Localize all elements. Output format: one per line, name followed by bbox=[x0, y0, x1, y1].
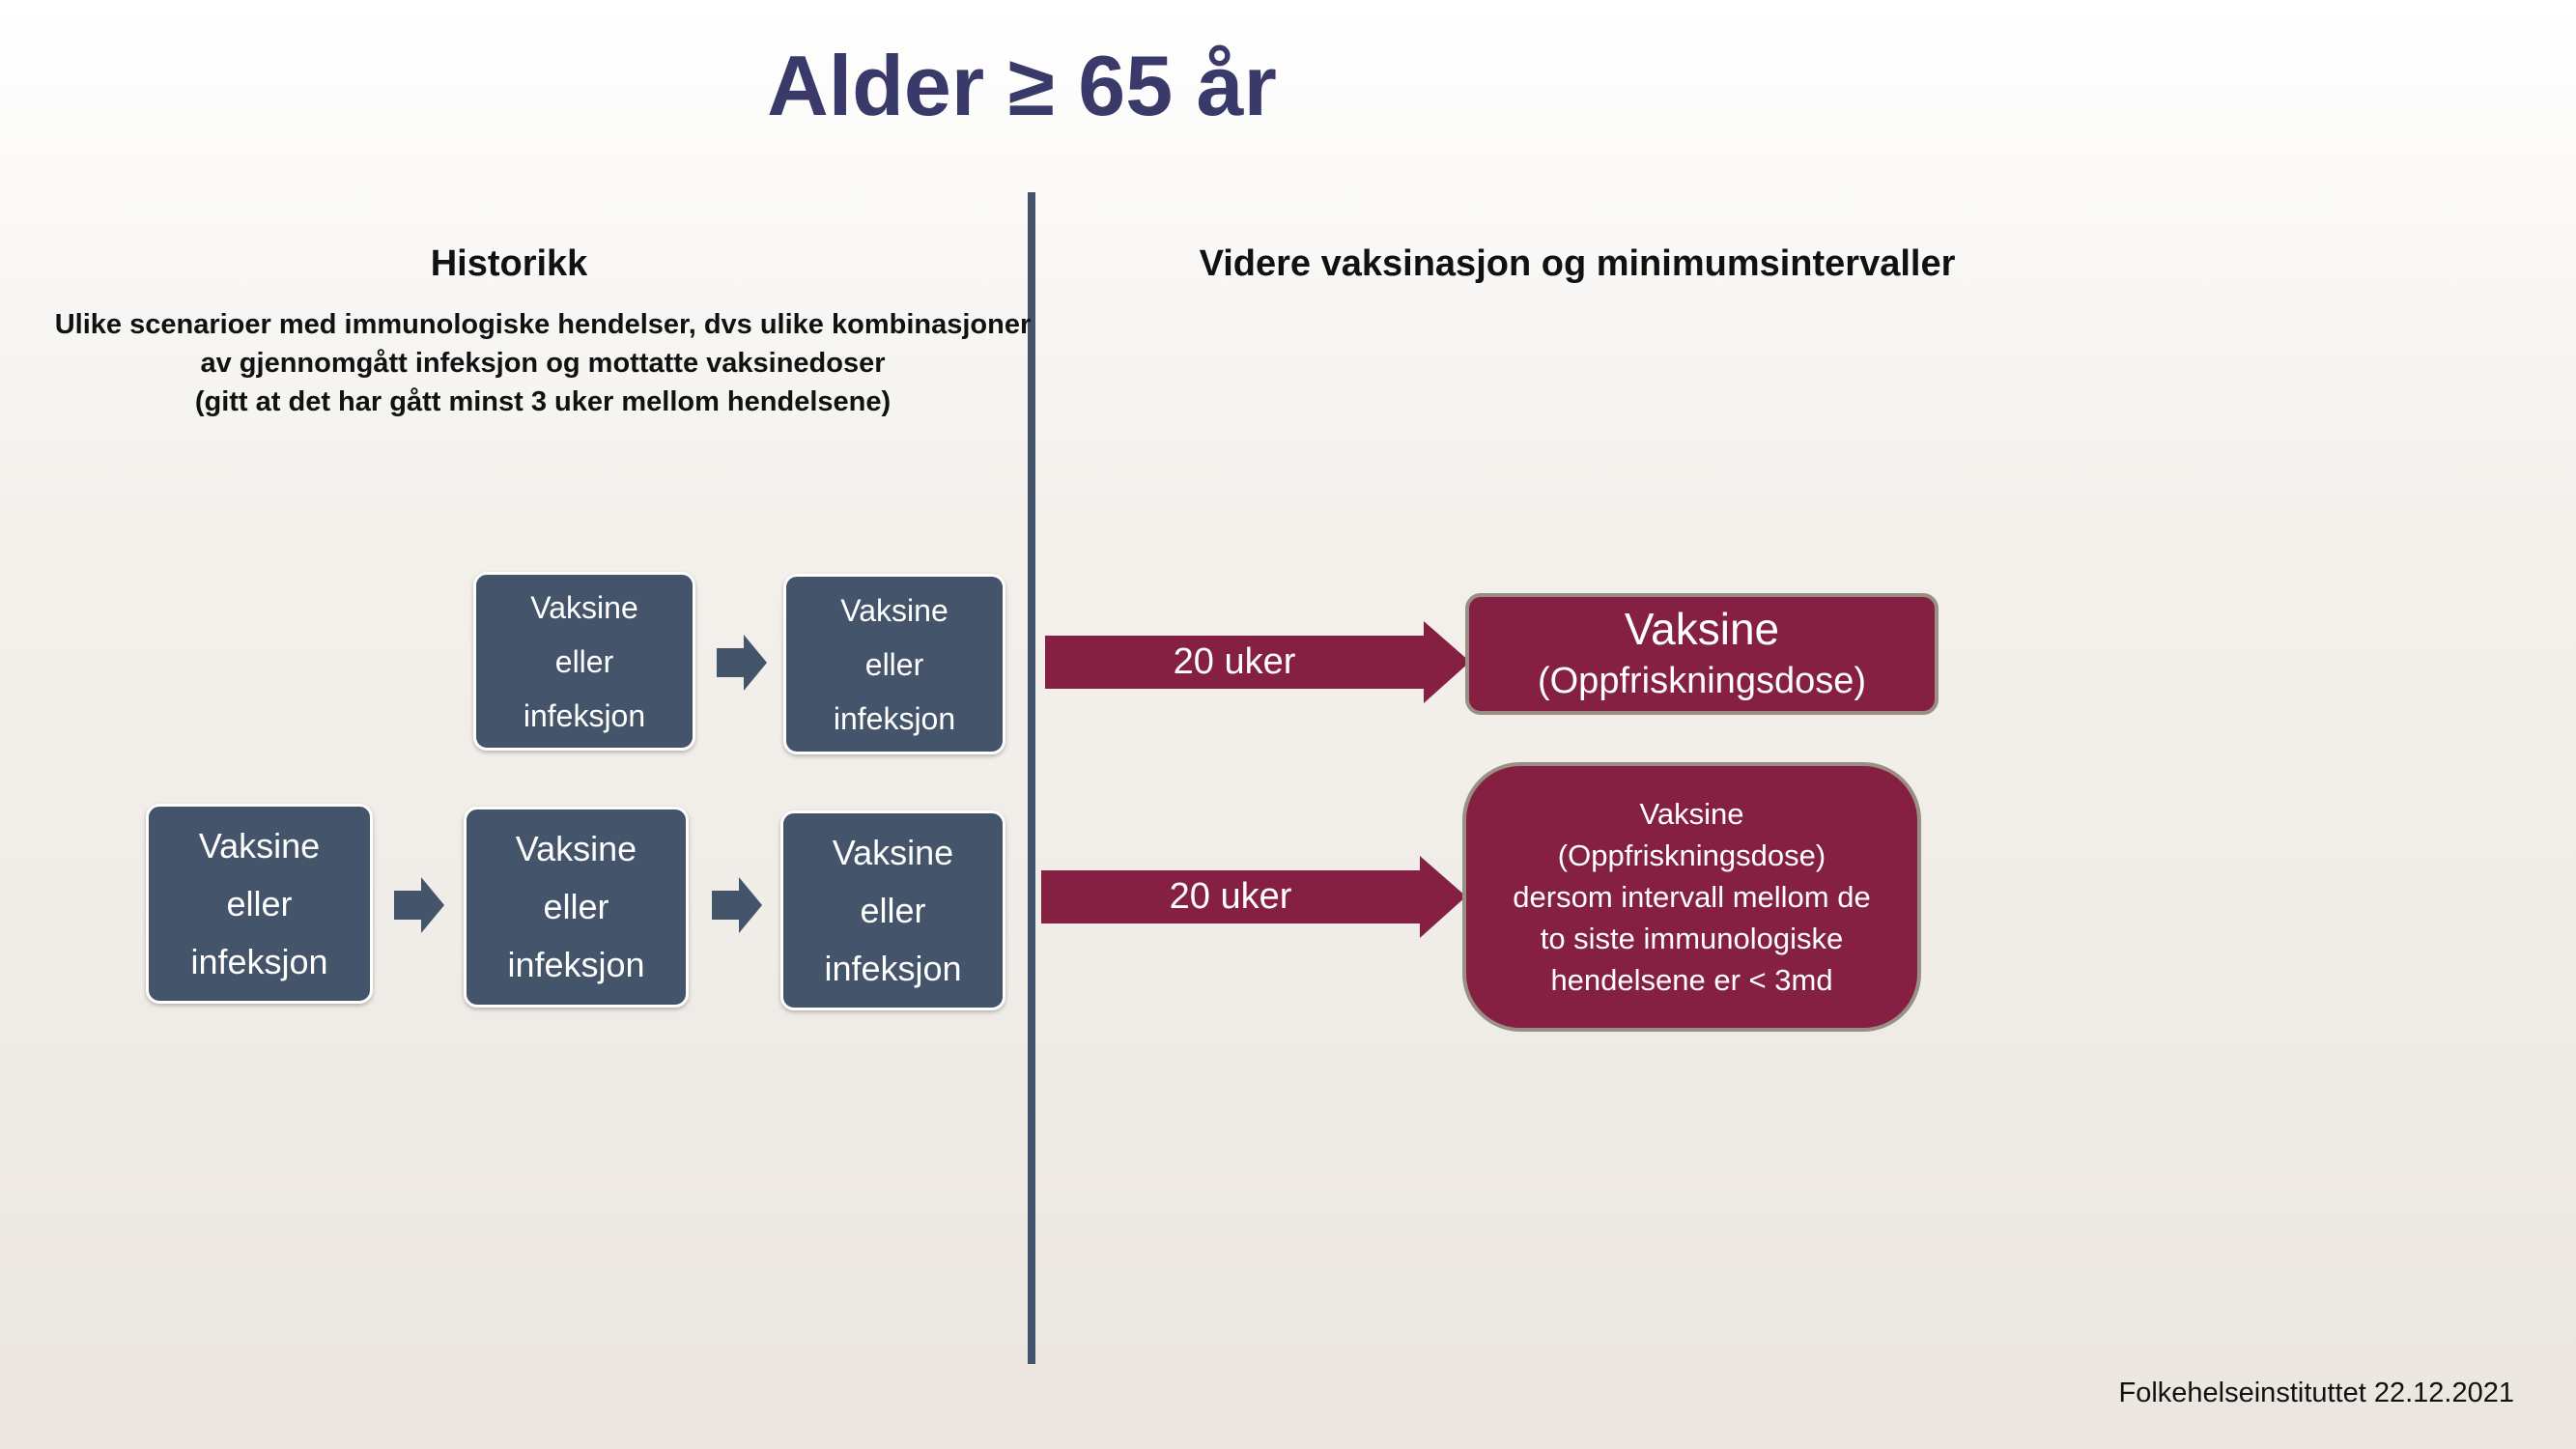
arrow-right-icon bbox=[394, 877, 444, 933]
big-arrow-icon bbox=[1045, 621, 1470, 703]
booster-result-box: Vaksine (Oppfriskningsdose) bbox=[1465, 593, 1939, 715]
subtitle-line: av gjennomgått infeksjon og mottatte vak… bbox=[200, 348, 886, 379]
result-line: hendelsene er < 3md bbox=[1550, 963, 1833, 997]
arrow-right-icon bbox=[712, 877, 762, 933]
divider bbox=[1028, 192, 1035, 1364]
footer-source: Folkehelseinstituttet 22.12.2021 bbox=[2118, 1378, 2515, 1408]
arrow-right-icon bbox=[717, 635, 767, 691]
subtitle-line: Ulike scenarioer med immunologiske hende… bbox=[54, 309, 1032, 340]
subtitle-line: (gitt at det har gått minst 3 uker mello… bbox=[194, 386, 892, 417]
page-title: Alder ≥ 65 år bbox=[767, 38, 1277, 133]
interval-label: 20 uker bbox=[1169, 876, 1292, 917]
history-subtitle: Ulike scenarioer med immunologiske hende… bbox=[39, 305, 1047, 421]
result-line: to siste immunologiske bbox=[1540, 922, 1844, 955]
interval-label: 20 uker bbox=[1173, 641, 1296, 682]
interval-arrow: 20 uker bbox=[1045, 621, 1470, 703]
conditional-booster-box: Vaksine (Oppfriskningsdose) dersom inter… bbox=[1462, 762, 1921, 1032]
big-arrow-icon bbox=[1041, 856, 1466, 938]
history-heading: Historikk bbox=[430, 243, 588, 284]
interval-arrow: 20 uker bbox=[1041, 856, 1466, 938]
result-subtitle: (Oppfriskningsdose) bbox=[1537, 661, 1867, 701]
result-line: (Oppfriskningsdose) bbox=[1557, 838, 1826, 872]
result-title: Vaksine bbox=[1624, 604, 1780, 654]
further-vaccination-heading: Videre vaksinasjon og minimumsintervalle… bbox=[1199, 243, 1956, 284]
result-line: Vaksine bbox=[1639, 797, 1744, 831]
result-line: dersom intervall mellom de bbox=[1513, 880, 1871, 914]
